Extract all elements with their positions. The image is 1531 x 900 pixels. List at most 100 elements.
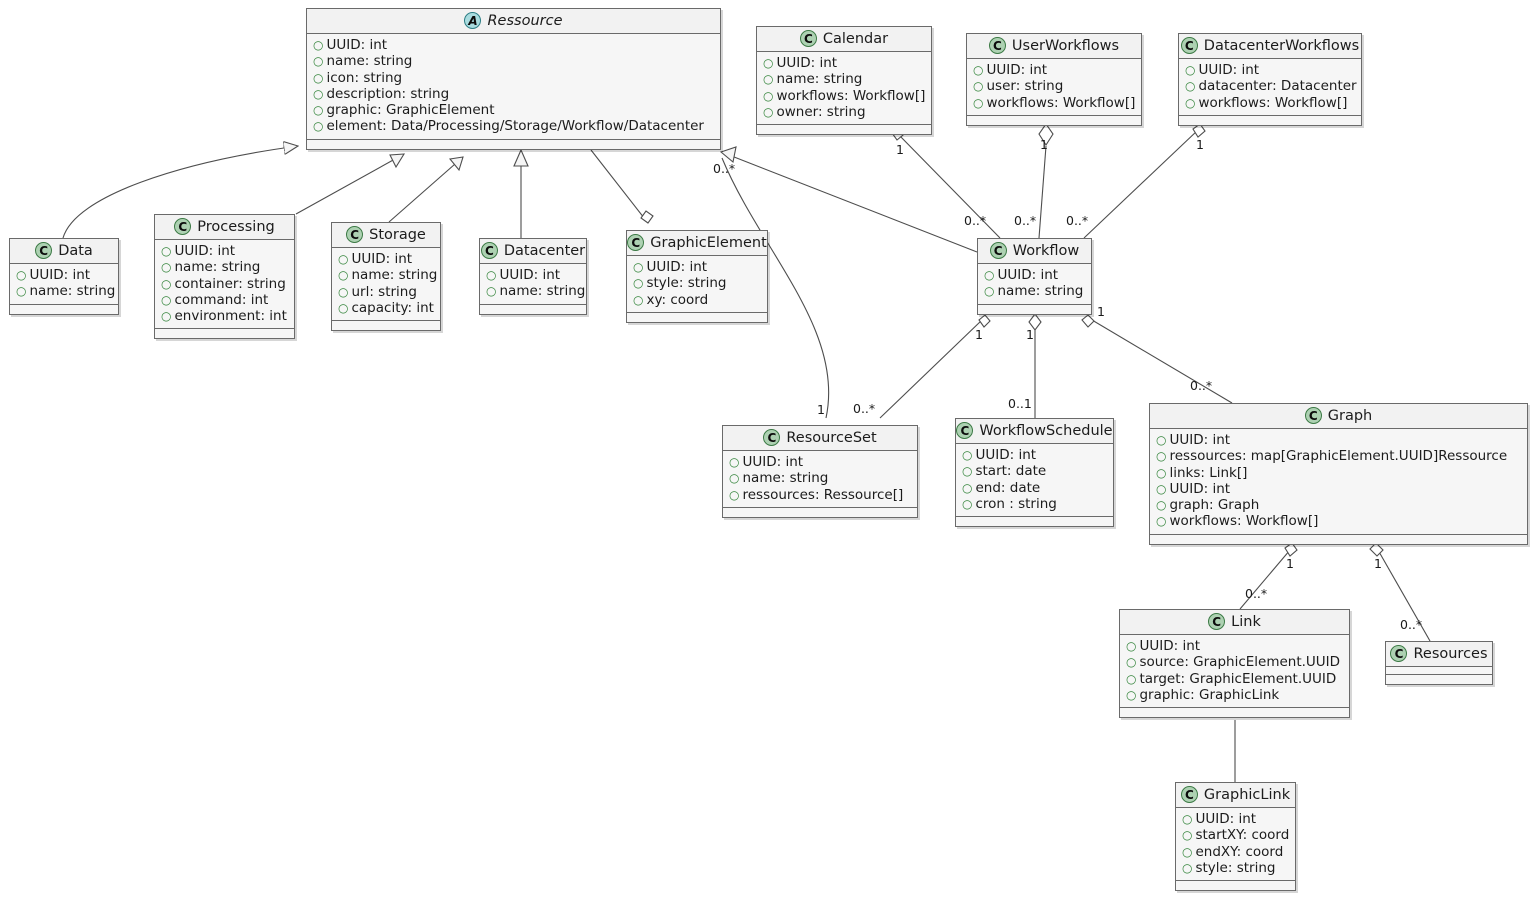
multiplicity-label: 1: [975, 327, 983, 342]
multiplicity-label: 1: [1286, 556, 1294, 571]
class-methods-calendar: [757, 125, 931, 135]
visibility-public-icon: ○: [1185, 79, 1196, 94]
visibility-public-icon: ○: [984, 268, 995, 282]
abstract-class-icon: A: [464, 12, 482, 29]
class-attributes-graph: ○UUID: int○ressources: map[GraphicElemen…: [1150, 429, 1527, 535]
class-attribute: ○datacenter: Datacenter: [1185, 78, 1357, 95]
class-methods-resources: [1386, 675, 1492, 684]
class-icon: C: [35, 242, 53, 259]
class-attribute: ○target: GraphicElement.UUID: [1126, 670, 1337, 687]
aggregation-diamond-graphicelement: [640, 210, 654, 224]
visibility-public-icon: ○: [313, 54, 324, 69]
class-attribute: ○UUID: int: [633, 259, 708, 275]
visibility-public-icon: ○: [1182, 860, 1193, 875]
class-icon: C: [763, 429, 781, 446]
class-methods-userworkflows: [967, 115, 1141, 125]
visibility-public-icon: ○: [1126, 639, 1137, 653]
class-attribute: ○cron : string: [962, 495, 1057, 512]
class-attribute: ○graphic: GraphicElement: [313, 102, 495, 119]
class-attribute: ○workflows: Workflow[]: [763, 87, 926, 104]
class-icon: C: [1180, 786, 1198, 803]
class-methods-data: [10, 304, 118, 314]
class-attribute: ○name: string: [763, 71, 863, 88]
visibility-public-icon: ○: [1185, 63, 1196, 77]
multiplicity-label: 0..1: [1008, 396, 1032, 411]
class-attribute: ○UUID: int: [1156, 432, 1231, 448]
class-attribute: ○UUID: int: [16, 267, 91, 283]
class-icon: C: [1180, 37, 1198, 54]
visibility-public-icon: ○: [633, 292, 644, 307]
visibility-public-icon: ○: [1182, 844, 1193, 859]
class-attribute: ○startXY: coord: [1182, 827, 1290, 844]
class-attribute: ○start: date: [962, 463, 1047, 480]
class-attribute: ○url: string: [338, 283, 417, 300]
class-methods-workflow: [978, 304, 1091, 314]
class-attribute: ○UUID: int: [763, 55, 838, 71]
class-title-ressource: Ressource: [487, 12, 563, 29]
class-icon: C: [988, 37, 1006, 54]
class-methods-workflowschedule: [956, 517, 1113, 527]
multiplicity-label: 0..*: [1400, 617, 1423, 632]
class-attributes-ressource: ○UUID: int○name: string○icon: string○des…: [307, 34, 720, 140]
class-attribute: ○capacity: int: [338, 299, 434, 316]
class-attributes-userworkflows: ○UUID: int○user: string○workflows: Workf…: [967, 59, 1141, 116]
edge-userworkflows-workflow: [1038, 145, 1047, 239]
class-attributes-graphicelement: ○UUID: int○style: string○xy: coord: [627, 256, 767, 313]
multiplicity-label: 1: [896, 142, 904, 157]
class-icon: C: [989, 242, 1007, 259]
aggregation-diamond-wf-graph: [1081, 314, 1095, 328]
class-methods-datacenterworkflows: [1179, 115, 1361, 125]
visibility-public-icon: ○: [16, 284, 27, 299]
class-attribute: ○container: string: [161, 275, 286, 292]
visibility-public-icon: ○: [763, 88, 774, 103]
class-icon: C: [1304, 407, 1322, 424]
class-title-workflowschedule: WorkflowSchedule: [979, 422, 1113, 439]
class-icon: C: [174, 218, 192, 235]
visibility-public-icon: ○: [313, 70, 324, 85]
visibility-public-icon: ○: [973, 63, 984, 77]
class-attribute: ○UUID: int: [984, 267, 1059, 283]
class-attribute: ○UUID: int: [962, 447, 1037, 463]
multiplicity-label: 1: [817, 402, 825, 417]
class-attribute: ○UUID: int: [973, 62, 1048, 78]
class-attributes-storage: ○UUID: int○name: string○url: string○capa…: [332, 248, 440, 322]
visibility-public-icon: ○: [1156, 498, 1167, 513]
class-attributes-resourceset: ○UUID: int○name: string○ressources: Ress…: [723, 451, 917, 508]
class-icon: C: [799, 30, 817, 47]
inheritance-arrow-datacenter: [513, 148, 529, 167]
class-attribute: ○workflows: Workflow[]: [1156, 513, 1319, 530]
multiplicity-label: 1: [1097, 304, 1105, 319]
class-attribute: ○style: string: [1182, 859, 1276, 876]
class-attribute: ○UUID: int: [1185, 62, 1260, 78]
visibility-public-icon: ○: [338, 252, 349, 266]
multiplicity-label: 0..*: [1190, 378, 1213, 393]
class-attribute: ○ressources: map[GraphicElement.UUID]Res…: [1156, 448, 1508, 465]
uml-class-ressource[interactable]: A Ressource ○UUID: int○name: string○icon: …: [306, 8, 721, 150]
class-attribute: ○endXY: coord: [1182, 843, 1284, 860]
class-title-graphicelement: GraphicElement: [650, 234, 767, 251]
class-attribute: ○graph: Graph: [1156, 497, 1260, 514]
class-attribute: ○name: string: [486, 283, 586, 300]
inheritance-arrow-storage: [448, 156, 464, 172]
class-icon: C: [1208, 613, 1226, 630]
visibility-public-icon: ○: [1126, 687, 1137, 702]
